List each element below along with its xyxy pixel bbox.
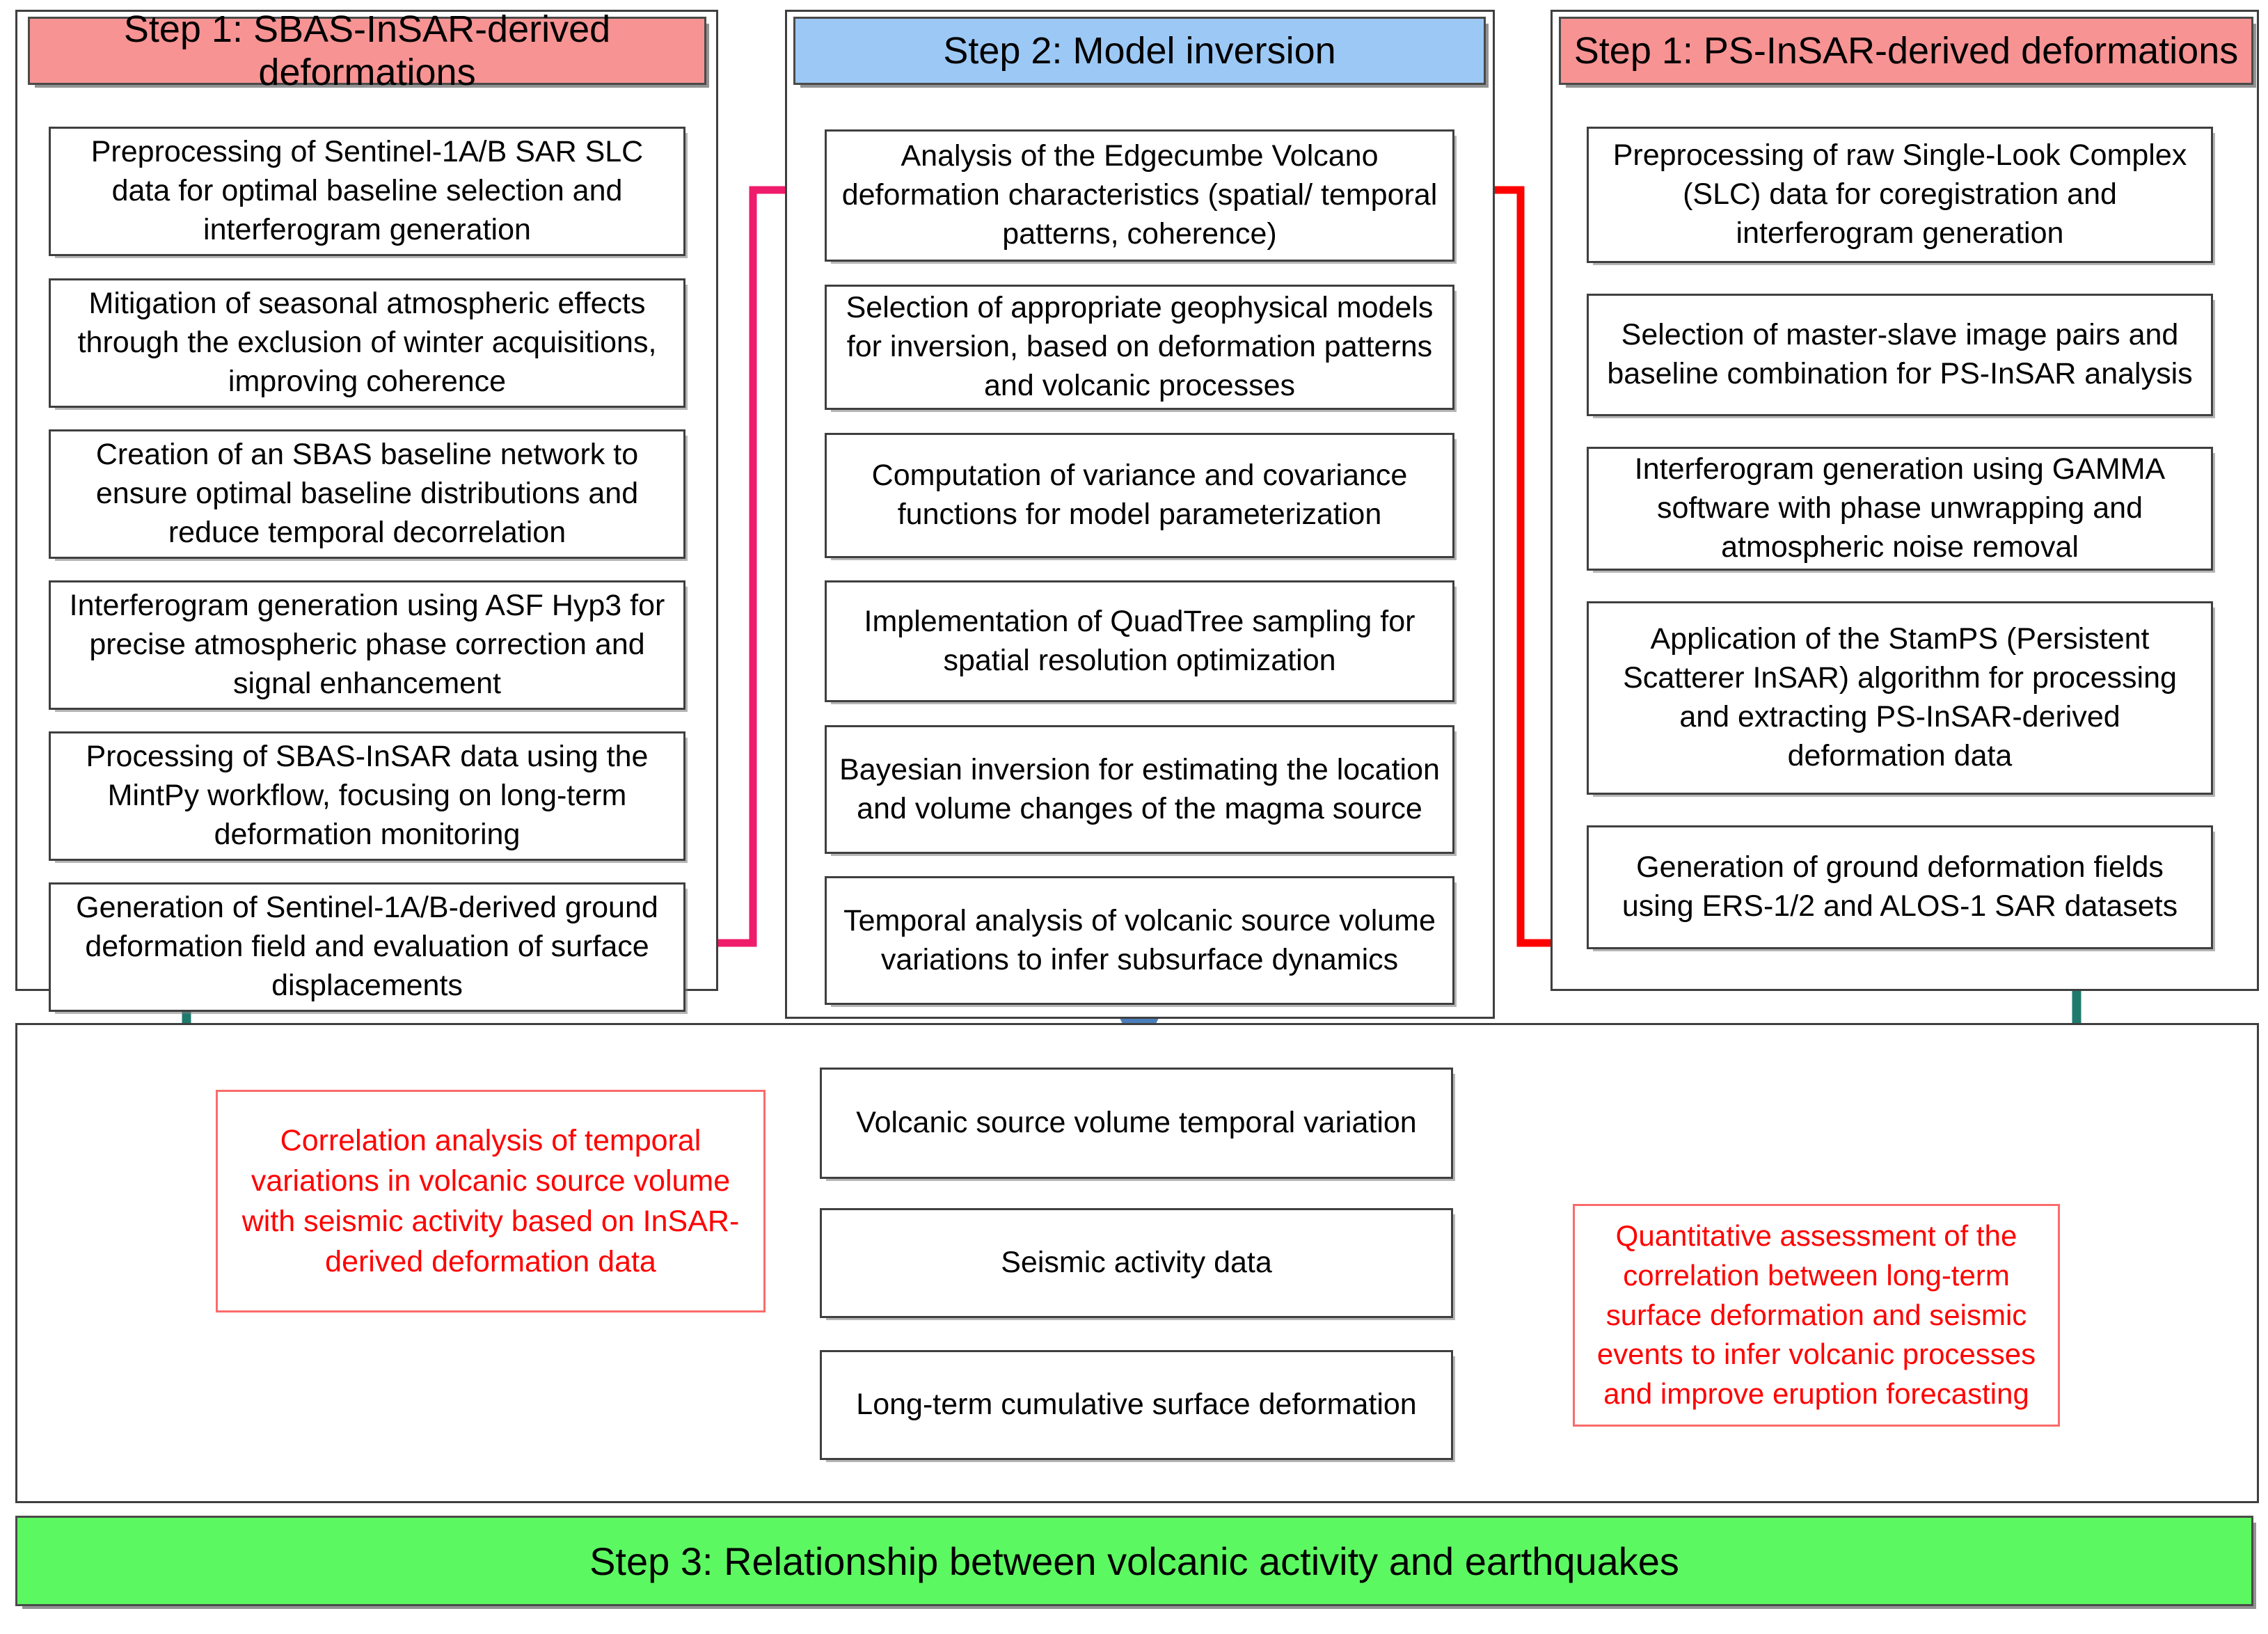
bottom-box-volcanic-source-volume[interactable]: Volcanic source volume temporal variatio… (820, 1068, 1453, 1179)
right-step-1[interactable]: Preprocessing of raw Single-Look Complex… (1587, 127, 2213, 263)
note-correlation-analysis[interactable]: Correlation analysis of temporal variati… (216, 1090, 766, 1312)
middle-step-2-label: Selection of appropriate geophysical mod… (846, 291, 1434, 402)
middle-step-3[interactable]: Computation of variance and covariance f… (825, 433, 1454, 558)
left-step-5[interactable]: Processing of SBAS-InSAR data using the … (49, 731, 685, 861)
bottom-box-volcanic-source-volume-label: Volcanic source volume temporal variatio… (856, 1106, 1417, 1140)
right-step-3[interactable]: Interferogram generation using GAMMA sof… (1587, 447, 2213, 571)
middle-step-3-label: Computation of variance and covariance f… (871, 459, 1408, 531)
header-step1-sbas: Step 1: SBAS-InSAR-derived deformations (28, 8, 706, 93)
right-step-5-label: Generation of ground deformation fields … (1621, 850, 2178, 923)
header-step1-sbas-label: Step 1: SBAS-InSAR-derived deformations (123, 8, 611, 93)
middle-step-1[interactable]: Analysis of the Edgecumbe Volcano deform… (825, 129, 1454, 262)
note-quantitative-assessment[interactable]: Quantitative assessment of the correlati… (1573, 1204, 2060, 1427)
middle-step-6[interactable]: Temporal analysis of volcanic source vol… (825, 876, 1454, 1005)
right-step-5[interactable]: Generation of ground deformation fields … (1587, 825, 2213, 949)
bottom-box-long-term-deformation[interactable]: Long-term cumulative surface deformation (820, 1350, 1453, 1460)
right-step-2[interactable]: Selection of master-slave image pairs an… (1587, 294, 2213, 416)
left-step-3-label: Creation of an SBAS baseline network to … (95, 438, 639, 549)
left-step-3[interactable]: Creation of an SBAS baseline network to … (49, 429, 685, 559)
note-correlation-analysis-label: Correlation analysis of temporal variati… (241, 1123, 740, 1279)
right-step-4[interactable]: Application of the StamPS (Persistent Sc… (1587, 601, 2213, 795)
left-step-1-label: Preprocessing of Sentinel-1A/B SAR SLC d… (90, 135, 644, 246)
header-step2-inversion: Step 2: Model inversion (793, 17, 1486, 85)
header-step1-ps: Step 1: PS-InSAR-derived deformations (1559, 17, 2253, 85)
right-step-4-label: Application of the StamPS (Persistent Sc… (1623, 622, 2177, 772)
header-step1-ps-label: Step 1: PS-InSAR-derived deformations (1573, 30, 2239, 72)
left-step-4-label: Interferogram generation using ASF Hyp3 … (69, 589, 665, 700)
left-step-1[interactable]: Preprocessing of Sentinel-1A/B SAR SLC d… (49, 127, 685, 256)
left-step-4[interactable]: Interferogram generation using ASF Hyp3 … (49, 580, 685, 710)
left-step-6-label: Generation of Sentinel-1A/B-derived grou… (76, 891, 658, 1002)
middle-step-4[interactable]: Implementation of QuadTree sampling for … (825, 580, 1454, 702)
header-step2-label: Step 2: Model inversion (943, 30, 1336, 72)
right-step-3-label: Interferogram generation using GAMMA sof… (1634, 452, 2166, 564)
middle-step-4-label: Implementation of QuadTree sampling for … (864, 604, 1415, 677)
middle-step-5-label: Bayesian inversion for estimating the lo… (839, 752, 1440, 825)
left-step-2-label: Mitigation of seasonal atmospheric effec… (77, 287, 657, 398)
middle-step-2[interactable]: Selection of appropriate geophysical mod… (825, 285, 1454, 410)
note-quantitative-assessment-label: Quantitative assessment of the correlati… (1596, 1219, 2036, 1411)
middle-step-1-label: Analysis of the Edgecumbe Volcano deform… (841, 139, 1438, 251)
right-step-2-label: Selection of master-slave image pairs an… (1607, 318, 2193, 390)
bottom-box-seismic-activity-label: Seismic activity data (1001, 1246, 1272, 1280)
left-step-2[interactable]: Mitigation of seasonal atmospheric effec… (49, 278, 685, 408)
footer-step3: Step 3: Relationship between volcanic ac… (15, 1516, 2253, 1606)
bottom-box-long-term-deformation-label: Long-term cumulative surface deformation (856, 1388, 1417, 1422)
left-step-5-label: Processing of SBAS-InSAR data using the … (86, 740, 649, 851)
left-step-6[interactable]: Generation of Sentinel-1A/B-derived grou… (49, 882, 685, 1012)
middle-step-5[interactable]: Bayesian inversion for estimating the lo… (825, 725, 1454, 854)
footer-step3-label: Step 3: Relationship between volcanic ac… (589, 1539, 1679, 1583)
right-step-1-label: Preprocessing of raw Single-Look Complex… (1612, 138, 2187, 250)
middle-step-6-label: Temporal analysis of volcanic source vol… (843, 903, 1436, 976)
bottom-box-seismic-activity[interactable]: Seismic activity data (820, 1208, 1453, 1318)
